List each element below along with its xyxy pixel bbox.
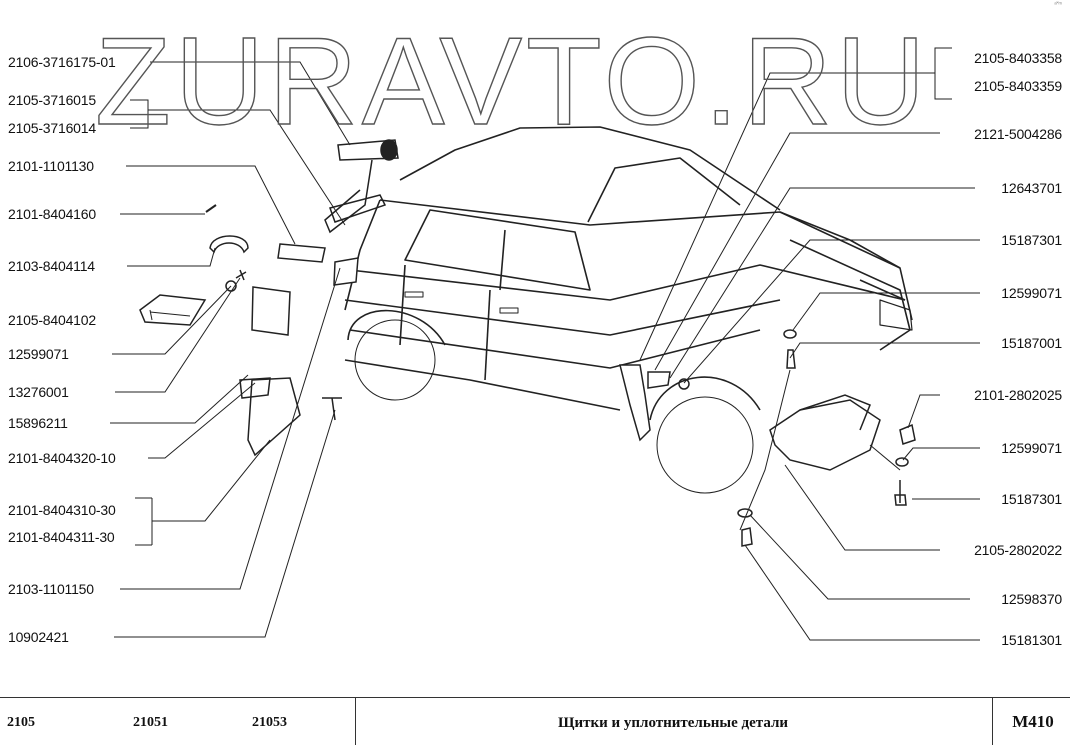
model-code: 21053 — [252, 715, 287, 730]
label-left: 2103-1101150 — [7, 581, 95, 597]
divider — [355, 698, 356, 745]
label-right: 2101-2802025 — [973, 387, 1063, 403]
label-right: 2105-2802022 — [973, 542, 1063, 558]
divider — [992, 698, 993, 745]
label-left: 2105-3716014 — [7, 120, 97, 136]
label-left: 15896211 — [7, 415, 69, 431]
label-left: 10902421 — [7, 629, 70, 645]
label-left: 2106-3716175-01 — [7, 54, 117, 70]
label-right: 12599071 — [1000, 285, 1063, 301]
label-right: 15187301 — [1000, 491, 1063, 507]
label-left: 13276001 — [7, 384, 70, 400]
title-block: 2105 21051 21053 Щитки и уплотнительные … — [0, 697, 1070, 745]
car-body-outline — [344, 126, 913, 494]
label-right: 2105-8403359 — [973, 78, 1063, 94]
label-right: 15187001 — [1000, 335, 1063, 351]
model-code: 21051 — [133, 715, 168, 730]
parts-diagram — [110, 47, 980, 641]
leader-lines — [110, 47, 980, 641]
label-left: 2103-8404114 — [7, 258, 96, 274]
label-right: 12598370 — [1000, 591, 1063, 607]
model-code: 2105 — [7, 715, 35, 730]
label-left: 2105-8404102 — [7, 312, 97, 328]
label-right: 15187301 — [1000, 232, 1063, 248]
label-right: 15181301 — [1000, 632, 1063, 648]
watermark: ZURAVTO.RU — [95, 12, 930, 136]
label-left: 2101-1101130 — [7, 158, 95, 174]
label-right: 12599071 — [1000, 440, 1063, 456]
label-left: 2101-8404320-10 — [7, 450, 117, 466]
label-right: 2105-8403358 — [973, 50, 1063, 66]
sheet-title: Щитки и уплотнительные детали — [557, 715, 789, 731]
corner-mark: ᵃ˟ᵐ — [1054, 2, 1062, 8]
label-left: 2101-8404160 — [7, 206, 97, 222]
watermark-text: ZURAVTO.RU — [95, 13, 930, 136]
label-left: 2101-8404311-30 — [7, 529, 116, 545]
label-left: 12599071 — [7, 346, 70, 362]
label-left: 2101-8404310-30 — [7, 502, 117, 518]
label-right: 2121-5004286 — [973, 126, 1063, 142]
sheet-code: M410 — [1012, 712, 1054, 731]
label-right: 12643701 — [1000, 180, 1063, 196]
label-left: 2105-3716015 — [7, 92, 97, 108]
parts — [139, 139, 916, 547]
